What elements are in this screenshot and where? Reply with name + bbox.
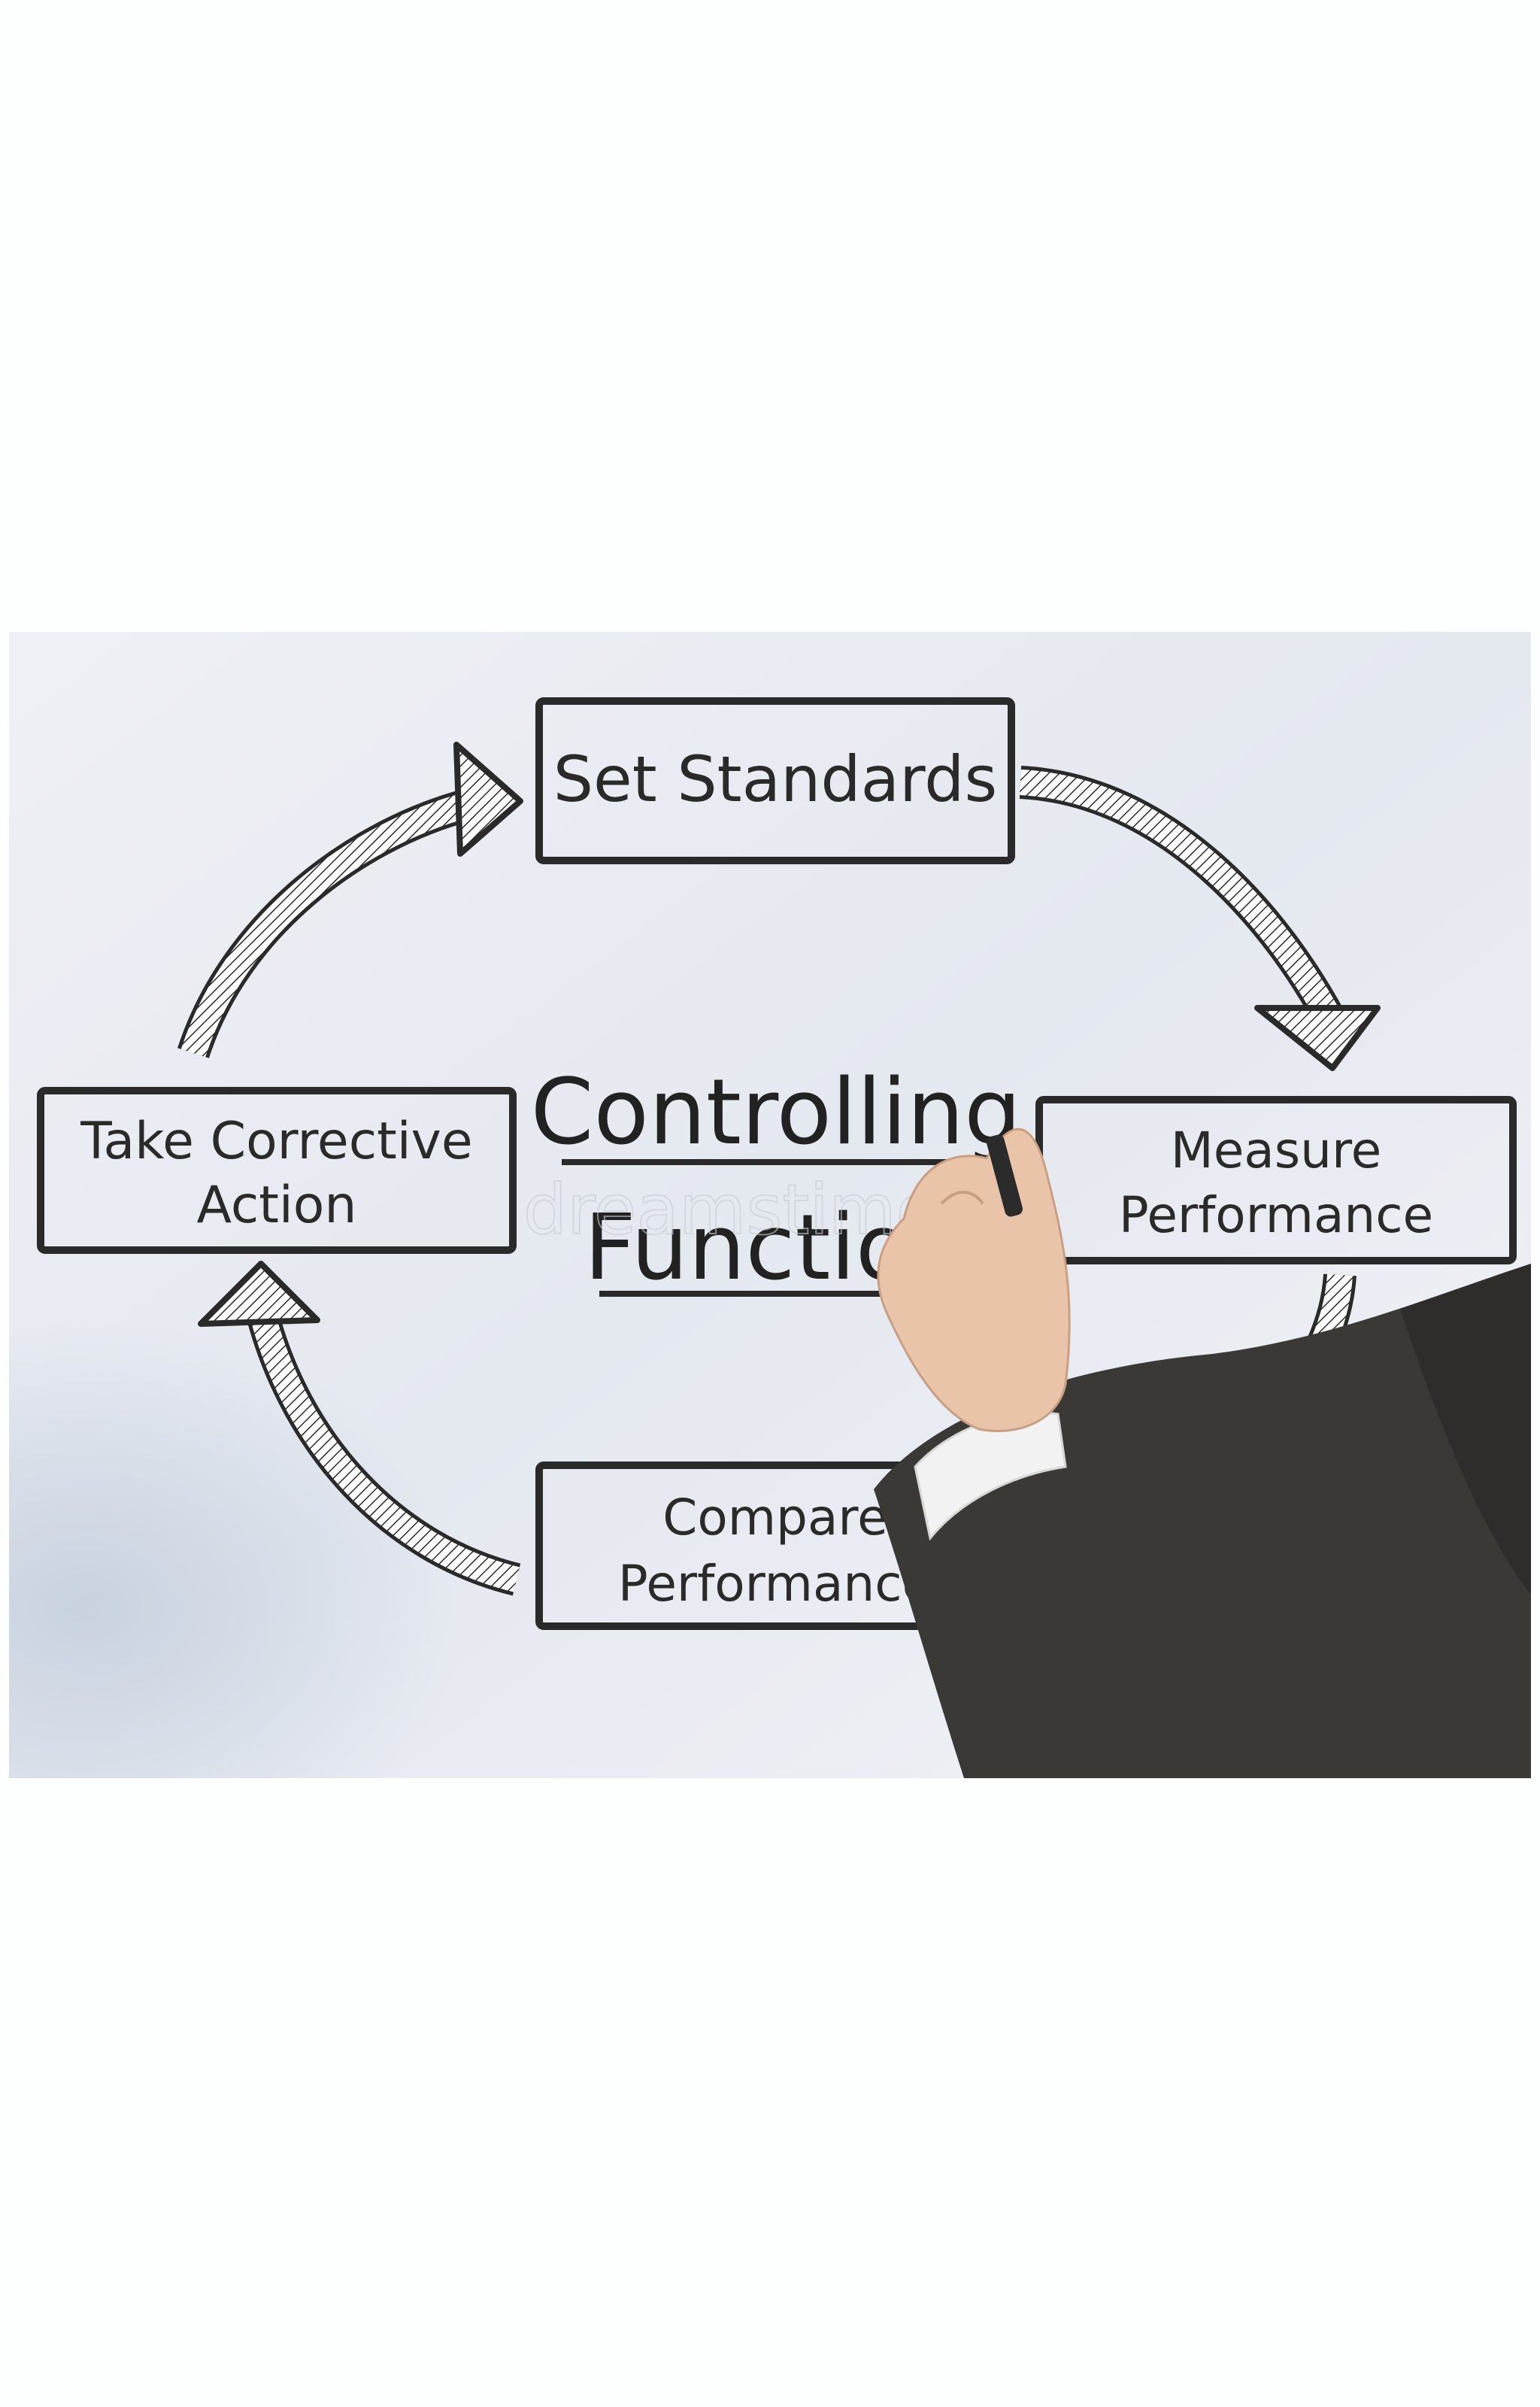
label-action-line2: Action: [197, 1176, 357, 1235]
label-compare-line2: Performance: [618, 1555, 932, 1613]
label-measure-line1: Measure: [1171, 1122, 1382, 1179]
label-action-line1: Take Corrective: [80, 1112, 473, 1171]
center-title-line1: Controlling: [531, 1061, 1022, 1165]
label-measure-line2: Performance: [1119, 1186, 1433, 1244]
label-set-standards: Set Standards: [553, 742, 998, 816]
watermark: dreamstime: [523, 1170, 939, 1250]
controlling-function-diagram: Set Standards Measure Performance Compar…: [9, 632, 1531, 1778]
diagram-photo: Set Standards Measure Performance Compar…: [9, 632, 1531, 1778]
label-compare-line1: Compare: [662, 1489, 887, 1546]
